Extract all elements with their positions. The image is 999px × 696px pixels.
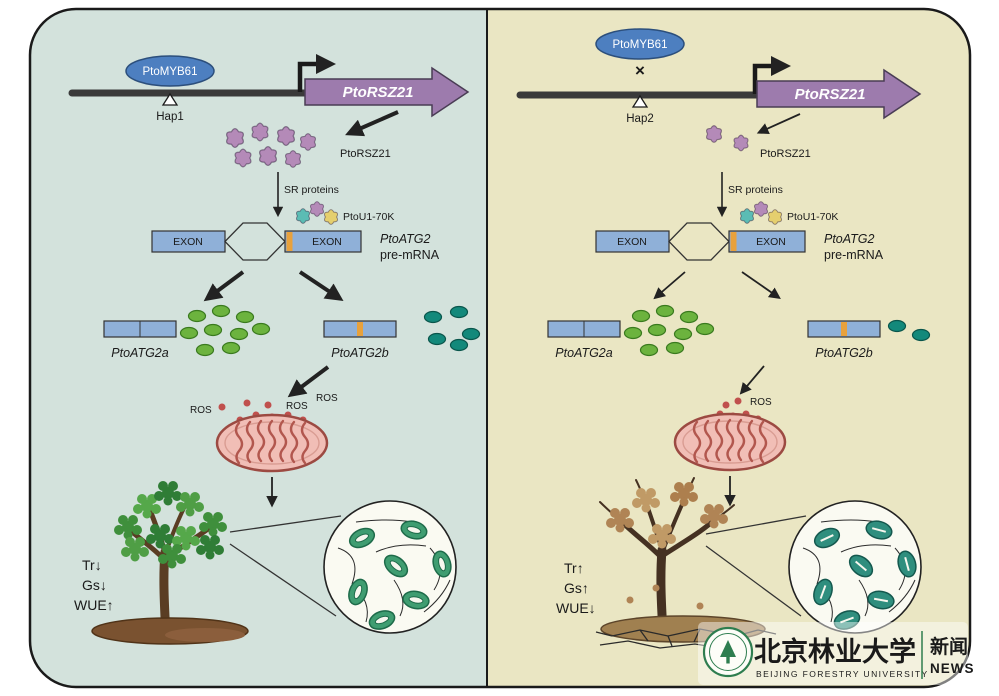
tr-label: Tr↑ xyxy=(564,560,584,576)
splice-arrow-b xyxy=(741,271,781,300)
university-name-cn: 北京林业大学 xyxy=(754,636,916,667)
isoform-b-label: PtoATG2b xyxy=(815,346,872,360)
gs-label: Gs↓ xyxy=(82,577,107,593)
mitochondria xyxy=(217,415,327,471)
ros-label-1: ROS xyxy=(190,405,212,416)
bfu-emblem-icon xyxy=(702,626,754,678)
physiology-labels: Tr↑ Gs↑ WUE↓ xyxy=(556,560,596,616)
u1-70k-label: PtoU1-70K xyxy=(343,211,394,223)
exon1-label: EXON xyxy=(617,236,647,248)
fallen-leaves xyxy=(626,584,704,610)
premrna-gene-label: PtoATG2 xyxy=(824,232,875,246)
ptomyb61-ellipse xyxy=(125,55,215,87)
autophagy-arrow xyxy=(287,365,330,398)
u1-70k-label: PtoU1-70K xyxy=(787,211,838,223)
stomata-magnifier xyxy=(229,500,457,634)
news-label-cn: 新闻 xyxy=(930,635,968,658)
premrna-label: pre-mRNA xyxy=(824,248,884,262)
soil-mound-lump xyxy=(165,628,245,642)
tf-label: PtoMYB61 xyxy=(613,39,668,51)
atg2a-protein-cluster xyxy=(179,304,271,357)
ptomyb61-ellipse xyxy=(595,28,685,60)
hap1-label: Hap1 xyxy=(156,111,184,123)
isoform-a-label: PtoATG2a xyxy=(111,346,168,360)
premrna-gene-label: PtoATG2 xyxy=(380,232,431,246)
hap2-label: Hap2 xyxy=(626,113,654,125)
transcription-start-arrow xyxy=(752,55,792,94)
exon2-label: EXON xyxy=(312,236,342,248)
protein-label: PtoRSZ21 xyxy=(760,148,811,160)
tf-label: PtoMYB61 xyxy=(143,66,198,78)
transcription-start-arrow xyxy=(297,53,337,92)
ptorsz21-gene-arrow xyxy=(756,68,922,120)
autophagy-arrow xyxy=(739,365,765,395)
ros-label-3: ROS xyxy=(316,393,338,404)
hap2-snp-triangle xyxy=(631,94,649,108)
pre-mrna-diagram: EXON EXON PtoATG2 pre-mRNA xyxy=(151,222,440,262)
splice-arrow-a xyxy=(653,271,686,300)
pre-mrna-diagram: EXON EXON PtoATG2 pre-mRNA xyxy=(595,222,884,262)
sr-proteins-label: SR proteins xyxy=(284,184,339,196)
atg2a-protein-cluster xyxy=(623,304,715,357)
gene-arrow-label: PtoRSZ21 xyxy=(795,86,866,103)
atg2b-protein-cluster xyxy=(423,305,481,352)
atg2b-protein-cluster xyxy=(887,319,931,342)
premrna-label: pre-mRNA xyxy=(380,248,440,262)
exon1-label: EXON xyxy=(173,236,203,248)
protein-label: PtoRSZ21 xyxy=(340,148,391,160)
wue-label: WUE↑ xyxy=(74,597,114,613)
splice-arrow-b xyxy=(298,270,344,301)
isoform-a-label: PtoATG2a xyxy=(555,346,612,360)
ptorsz21-gene-arrow xyxy=(304,66,470,118)
university-name-en: BEIJING FORESTRY UNIVERSITY xyxy=(756,669,929,679)
translation-arrow xyxy=(756,113,801,134)
ptoatg2a-mrna: PtoATG2a xyxy=(103,320,177,360)
gene-arrow-label: PtoRSZ21 xyxy=(343,84,414,101)
hap1-snp-triangle xyxy=(161,92,179,106)
ptoatg2b-mrna: PtoATG2b xyxy=(807,320,881,360)
translation-arrow xyxy=(345,110,399,137)
sr-proteins-label: SR proteins xyxy=(728,184,783,196)
alt-segment xyxy=(286,232,293,251)
stomata-magnifier xyxy=(705,500,922,634)
tr-label: Tr↓ xyxy=(82,557,102,573)
ros-label-1: ROS xyxy=(750,397,772,408)
figure-frame xyxy=(28,7,972,689)
physiology-labels: Tr↓ Gs↓ WUE↑ xyxy=(74,557,114,613)
mitochondria xyxy=(675,414,785,470)
wue-label: WUE↓ xyxy=(556,600,596,616)
ros-label-2: ROS xyxy=(286,401,308,412)
logo-backdrop xyxy=(698,622,968,685)
isoform-b-label: PtoATG2b xyxy=(331,346,388,360)
ptoatg2a-mrna: PtoATG2a xyxy=(547,320,621,360)
ptoatg2b-mrna: PtoATG2b xyxy=(323,320,397,360)
bfu-logo: 北京林业大学 BEIJING FORESTRY UNIVERSITY 新闻 NE… xyxy=(698,622,975,685)
alt-segment xyxy=(730,232,737,251)
blocked-binding-mark: × xyxy=(635,61,645,80)
left-panel: PtoRSZ21 PtoMYB61 Hap1 PtoRSZ21 SR prote… xyxy=(68,53,481,645)
news-label-en: NEWS xyxy=(930,661,975,676)
healthy-tree xyxy=(91,481,249,645)
splice-arrow-a xyxy=(203,270,245,302)
gs-label: Gs↑ xyxy=(564,580,589,596)
exon2-label: EXON xyxy=(756,236,786,248)
